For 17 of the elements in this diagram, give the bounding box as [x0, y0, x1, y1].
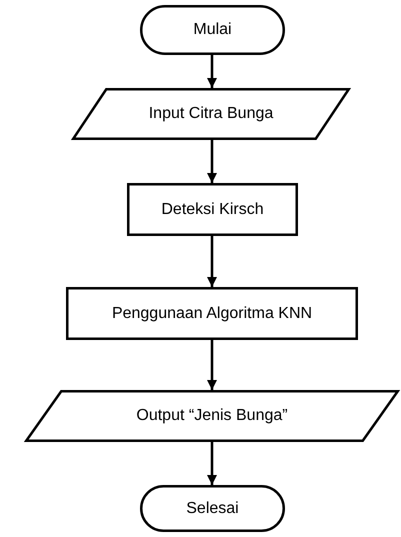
terminator-shape	[140, 485, 285, 532]
terminator-shape	[140, 5, 285, 55]
arrow	[207, 55, 217, 88]
input-output-parallelogram	[72, 88, 350, 140]
arrow	[207, 442, 217, 485]
node-label: Output “Jenis Bunga”	[136, 407, 288, 425]
arrow	[207, 340, 217, 390]
node-label: Selesai	[186, 500, 239, 518]
node-label: Input Citra Bunga	[148, 105, 274, 123]
node-label: Penggunaan Algoritma KNN	[112, 304, 312, 322]
input-output-parallelogram	[25, 390, 399, 442]
node-label: Deteksi Kirsch	[161, 200, 264, 218]
node-label: Mulai	[193, 21, 232, 39]
arrow	[207, 140, 217, 183]
process-box	[66, 287, 358, 340]
process-box	[127, 183, 298, 236]
arrow	[207, 236, 217, 287]
